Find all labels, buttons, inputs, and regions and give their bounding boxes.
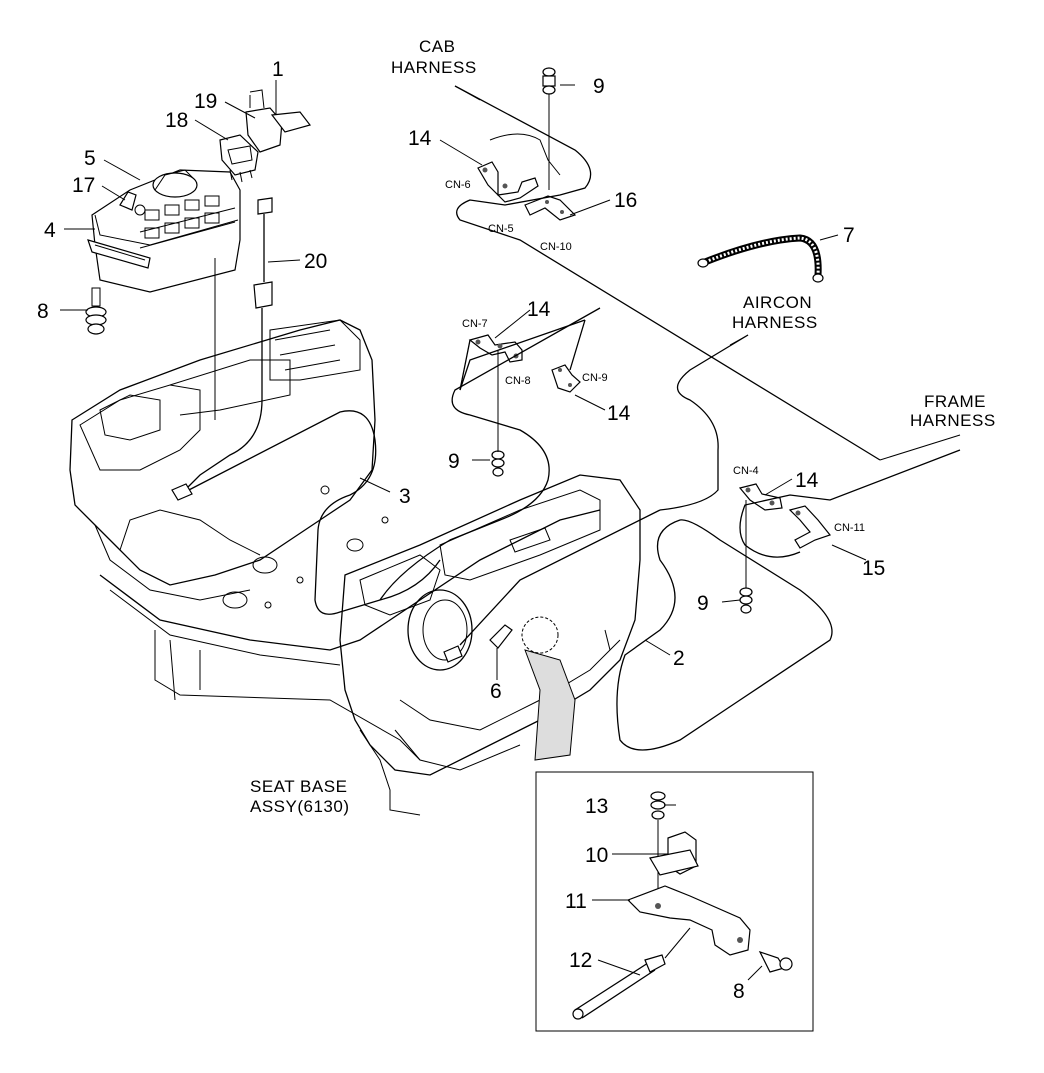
- connector-cn11: CN-11: [834, 522, 865, 534]
- connector-cn8: CN-8: [505, 375, 531, 387]
- callout-6: 6: [490, 680, 502, 703]
- seat-base-assembly: [69, 319, 641, 816]
- seat-base-label-line2: ASSY(6130): [250, 797, 350, 816]
- bolt-8-upper: [85, 287, 107, 335]
- frame-harness-label-line2: HARNESS: [910, 411, 996, 430]
- callout-13: 13: [585, 795, 608, 818]
- cab-harness-label-line1: CAB: [419, 37, 455, 56]
- callout-17: 17: [72, 174, 95, 197]
- callout-1: 1: [272, 58, 284, 81]
- callout-14-middle: 14: [527, 298, 551, 321]
- connector-cn6: CN-6: [445, 179, 471, 191]
- cab-harness-label-line2: HARNESS: [391, 58, 477, 77]
- rocker-switches: [219, 89, 312, 309]
- callout-2: 2: [673, 647, 685, 670]
- callout-9-right: 9: [697, 592, 709, 615]
- aircon-harness-label-line2: HARNESS: [732, 313, 818, 332]
- harness-wires: [171, 85, 961, 751]
- callout-16: 16: [614, 189, 637, 212]
- callout-19: 19: [194, 90, 217, 113]
- ground-strap-7: [697, 234, 824, 283]
- callout-14-lower: 14: [607, 402, 631, 425]
- connector-cn5: CN-5: [488, 223, 514, 235]
- callout-5: 5: [84, 147, 96, 170]
- callout-20: 20: [304, 250, 327, 273]
- callout-15: 15: [862, 557, 885, 580]
- callout-9-top: 9: [593, 75, 605, 98]
- callout-18: 18: [165, 109, 188, 132]
- bolts-9: [491, 67, 753, 614]
- callout-9-middle: 9: [448, 450, 460, 473]
- callout-3: 3: [399, 485, 411, 508]
- callout-7: 7: [843, 224, 855, 247]
- connector-cn9: CN-9: [582, 372, 608, 384]
- callout-12: 12: [569, 949, 592, 972]
- callout-14-top: 14: [408, 127, 432, 150]
- connector-labels: CN-6 CN-5 CN-10 CN-7 CN-8 CN-9 CN-4 CN-1…: [445, 179, 865, 534]
- connector-cn4: CN-4: [733, 465, 759, 477]
- connector-cn7: CN-7: [462, 318, 488, 330]
- detail-inset: [535, 771, 814, 1032]
- leader-lines: [60, 80, 961, 981]
- callout-11: 11: [565, 890, 587, 913]
- aircon-harness-label-line1: AIRCON: [743, 293, 812, 312]
- callout-8-upper: 8: [37, 300, 49, 323]
- callout-4: 4: [44, 219, 56, 242]
- callout-14-right: 14: [795, 469, 819, 492]
- callout-labels: 1 19 18 5 17 4 8 20 9 14 16 7 14 14 9 3 …: [37, 58, 885, 1003]
- callout-8-lower: 8: [733, 980, 745, 1003]
- callout-10: 10: [585, 844, 608, 867]
- frame-harness-label-line1: FRAME: [924, 392, 986, 411]
- harness-brackets: [468, 161, 832, 549]
- switch-panel: [87, 169, 241, 293]
- connector-cn10: CN-10: [540, 241, 572, 253]
- harness-labels: CAB HARNESS AIRCON HARNESS FRAME HARNESS…: [250, 37, 996, 816]
- seat-base-label-line1: SEAT BASE: [250, 777, 347, 796]
